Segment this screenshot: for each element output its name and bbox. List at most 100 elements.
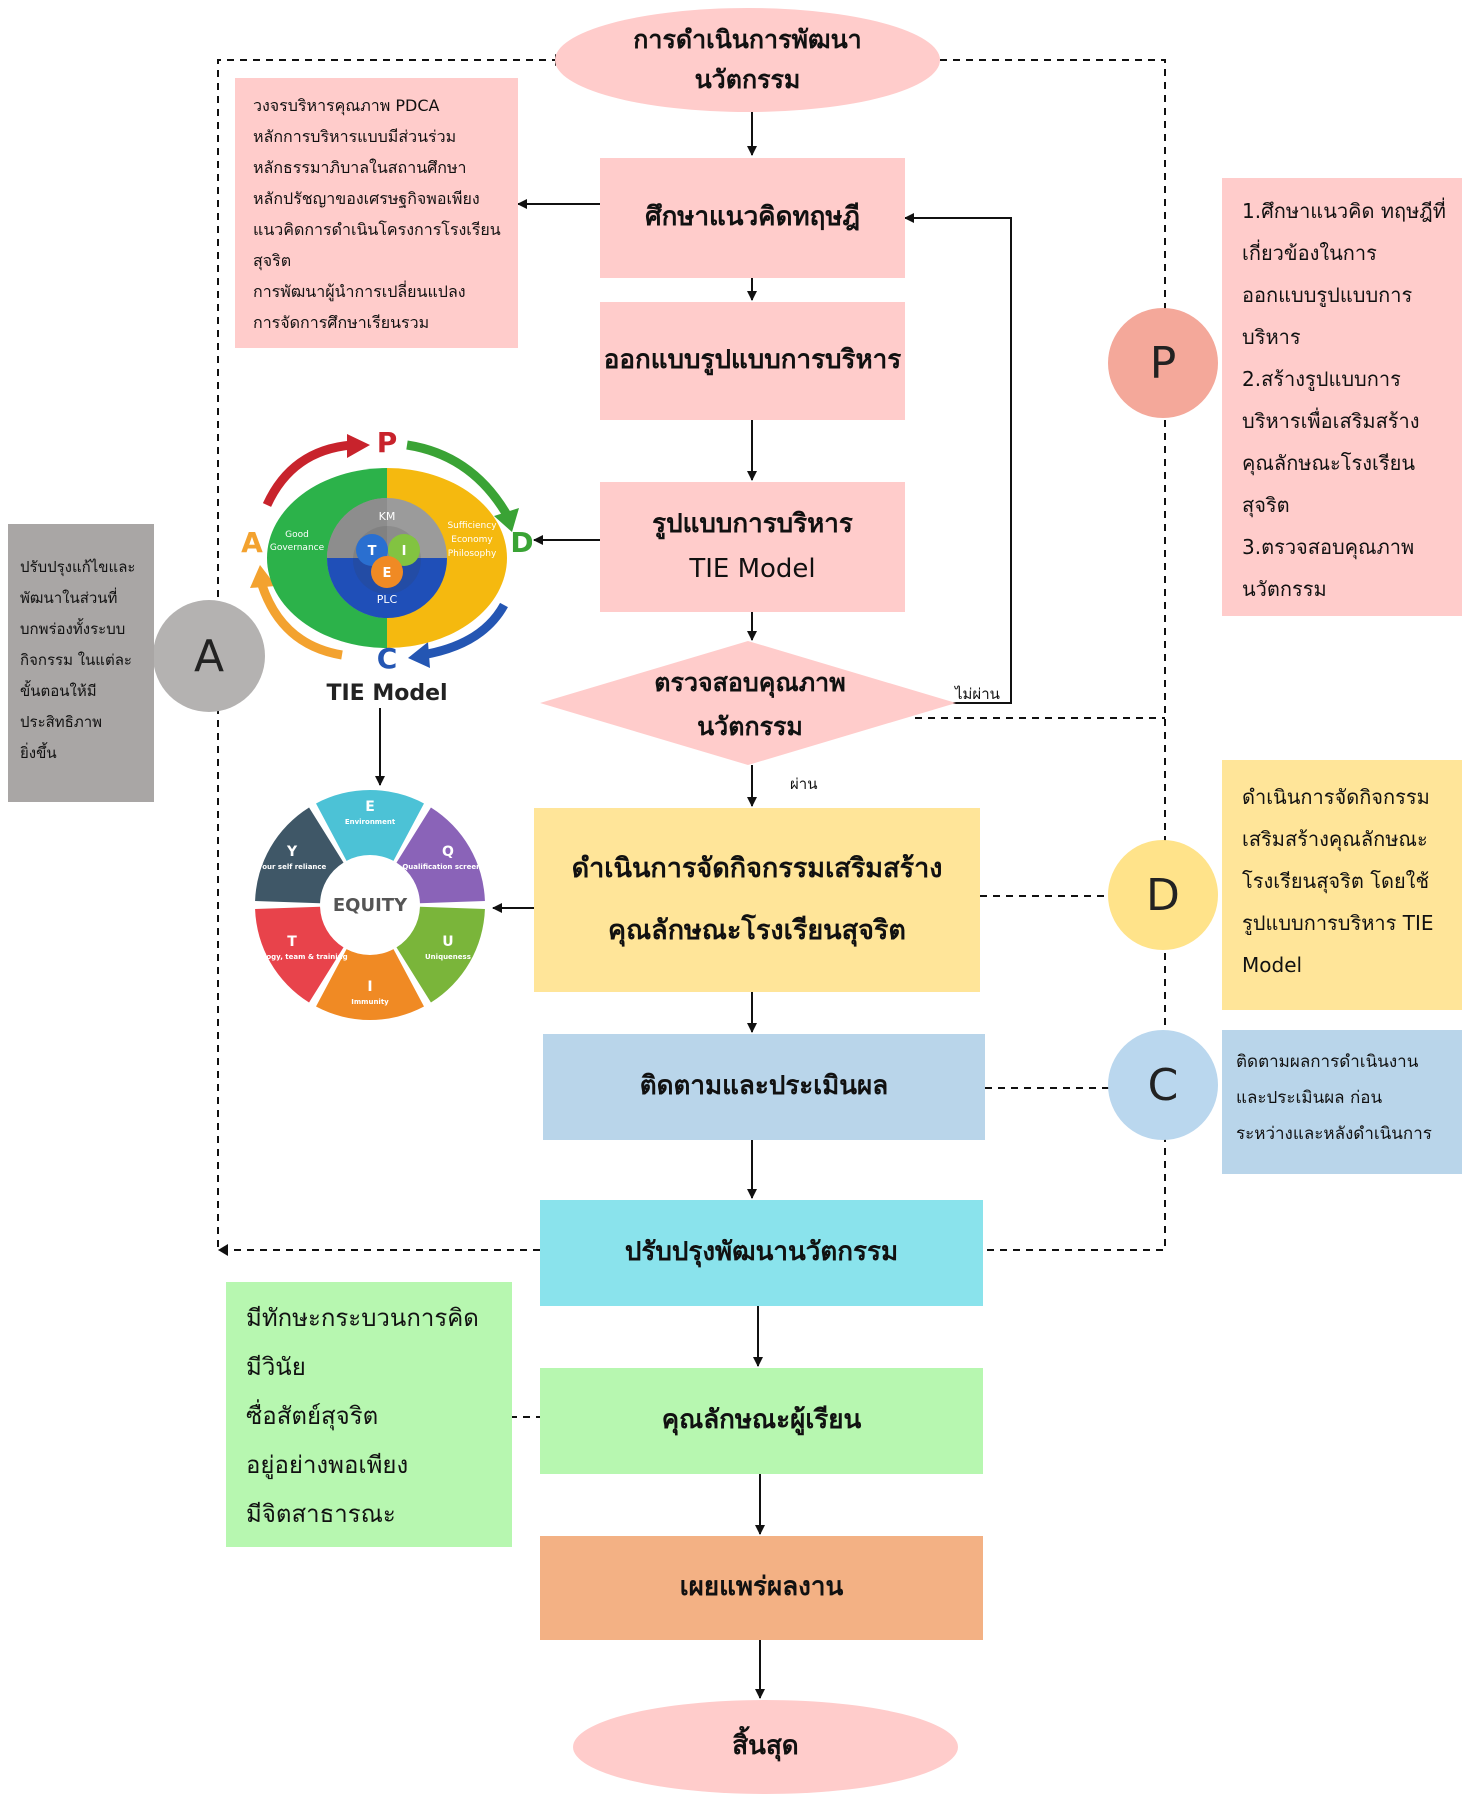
tie-right-text-1: Sufficiency bbox=[447, 521, 497, 531]
equity-letter-u: U bbox=[442, 934, 453, 950]
activity-line-1: ดำเนินการจัดกิจกรรมเสริมสร้าง bbox=[571, 852, 943, 884]
theory-item: แนวคิดการดำเนินโครงการโรงเรียน bbox=[253, 220, 501, 239]
pass-label: ผ่าน bbox=[790, 775, 818, 793]
equity-label-u: Uniqueness bbox=[425, 953, 471, 961]
pdca-p-line: 3.ตรวจสอบคุณภาพ bbox=[1242, 535, 1415, 559]
end-label: สิ้นสุด bbox=[732, 1731, 799, 1762]
activity-box: ดำเนินการจัดกิจกรรมเสริมสร้าง คุณลักษณะโ… bbox=[534, 808, 980, 992]
tie-center-e: E bbox=[383, 566, 392, 581]
tie-right-text-3: Philosophy bbox=[448, 549, 497, 559]
equity-segment-i bbox=[316, 949, 424, 1020]
pdca-c-line: ติดตามผลการดำเนินงาน bbox=[1236, 1052, 1419, 1072]
pdca-a-line: ยิ่งขึ้น bbox=[20, 744, 57, 762]
pdca-d-line: โรงเรียนสุจริต โดยใช้ bbox=[1242, 869, 1430, 893]
trait-item: มีทักษะกระบวนการคิด bbox=[246, 1304, 479, 1332]
improve-label: ปรับปรุงพัฒนานวัตกรรม bbox=[624, 1237, 899, 1268]
pdca-d-line: เสริมสร้างคุณลักษณะ bbox=[1242, 827, 1428, 851]
pdca-c-letter: C bbox=[1147, 1059, 1179, 1111]
pdca-c-line: และประเมินผล ก่อน bbox=[1236, 1088, 1383, 1108]
theory-list-box: วงจรบริหารคุณภาพ PDCA หลักการบริหารแบบมี… bbox=[235, 78, 518, 348]
end-node: สิ้นสุด bbox=[573, 1700, 958, 1794]
tie-left-text-1: Good bbox=[285, 530, 309, 540]
equity-letter-y: Y bbox=[286, 844, 298, 860]
equity-letter-t: T bbox=[287, 934, 297, 950]
theory-item: วงจรบริหารคุณภาพ PDCA bbox=[253, 96, 440, 115]
theory-item: หลักการบริหารแบบมีส่วนร่วม bbox=[253, 127, 457, 146]
fail-label: ไม่ผ่าน bbox=[955, 685, 1000, 703]
design-model-label: ออกแบบรูปแบบการบริหาร bbox=[603, 345, 902, 376]
pdca-c-circle: C bbox=[1108, 1030, 1218, 1140]
pdca-p-line: ออกแบบรูปแบบการ bbox=[1242, 283, 1413, 307]
pdca-p-line: สุจริต bbox=[1242, 493, 1290, 517]
theory-item: การพัฒนาผู้นำการเปลี่ยนแปลง bbox=[253, 282, 466, 301]
publish-box: เผยแพร่ผลงาน bbox=[540, 1536, 983, 1640]
tie-right-text-2: Economy bbox=[451, 535, 493, 545]
tie-model-line-2: TIE Model bbox=[689, 554, 816, 584]
pdca-d-line: ดำเนินการจัดกิจกรรม bbox=[1242, 785, 1430, 809]
theory-item: หลักธรรมาภิบาลในสถานศึกษา bbox=[253, 158, 467, 177]
student-traits-label: คุณลักษณะผู้เรียน bbox=[661, 1405, 862, 1436]
pdca-p-circle: P bbox=[1108, 308, 1218, 418]
theory-item: การจัดการศึกษาเรียนรวม bbox=[253, 313, 430, 332]
design-model-box: ออกแบบรูปแบบการบริหาร bbox=[600, 302, 905, 420]
study-theory-label: ศึกษาแนวคิดทฤษฎี bbox=[645, 202, 860, 233]
pdca-a-line: พัฒนาในส่วนที่ bbox=[20, 589, 118, 607]
equity-label-i: Immunity bbox=[351, 998, 389, 1006]
pdca-p-letter: P bbox=[1149, 337, 1177, 389]
pdca-d-line: รูปแบบการบริหาร TIE bbox=[1242, 911, 1434, 935]
equity-segment-q bbox=[396, 807, 485, 904]
pdca-p-line: 2.สร้างรูปแบบการ bbox=[1242, 367, 1401, 391]
start-line-1: การดำเนินการพัฒนา bbox=[633, 25, 862, 54]
equity-segment-u bbox=[396, 906, 485, 1003]
pdca-p-line: เกี่ยวข้องในการ bbox=[1242, 241, 1377, 265]
pdca-d-line: Model bbox=[1242, 953, 1303, 977]
pdca-a-line: ปรับปรุงแก้ไขและ bbox=[20, 558, 136, 576]
pdca-p-line: บริหารเพื่อเสริมสร้าง bbox=[1242, 409, 1420, 433]
theory-item: สุจริต bbox=[253, 251, 292, 270]
trait-item: มีวินัย bbox=[246, 1353, 306, 1381]
equity-segment-e bbox=[316, 790, 424, 861]
equity-letter-e: E bbox=[365, 799, 375, 815]
activity-line-2: คุณลักษณะโรงเรียนสุจริต bbox=[608, 915, 906, 946]
tie-center-plc: PLC bbox=[377, 593, 398, 606]
pdca-d-box: ดำเนินการจัดกิจกรรม เสริมสร้างคุณลักษณะ … bbox=[1222, 760, 1462, 1010]
tie-model-box: รูปแบบการบริหาร TIE Model bbox=[600, 482, 905, 612]
publish-label: เผยแพร่ผลงาน bbox=[679, 1572, 844, 1603]
pdca-a-line: บกพร่องทั้งระบบ bbox=[20, 620, 126, 638]
tie-model-line-1: รูปแบบการบริหาร bbox=[652, 508, 853, 539]
trait-item: ซื่อสัตย์สุจริต bbox=[246, 1402, 379, 1430]
study-theory-box: ศึกษาแนวคิดทฤษฎี bbox=[600, 158, 905, 278]
equity-segment-t bbox=[255, 906, 344, 1003]
pdca-p-line: นวัตกรรม bbox=[1242, 577, 1327, 601]
pdca-a-line: ประสิทธิภาพ bbox=[20, 713, 103, 731]
equity-letter-i: I bbox=[367, 979, 372, 995]
quality-check-line-2: นวัตกรรม bbox=[697, 712, 803, 741]
equity-label-e: Environment bbox=[345, 818, 396, 826]
pdca-c-box: ติดตามผลการดำเนินงาน และประเมินผล ก่อน ร… bbox=[1222, 1030, 1462, 1174]
trait-item: อยู่อย่างพอเพียง bbox=[246, 1451, 409, 1479]
pdca-a-letter: A bbox=[193, 630, 225, 682]
pdca-p-box: 1.ศึกษาแนวคิด ทฤษฎีที่ เกี่ยวข้องในการ อ… bbox=[1222, 178, 1462, 616]
pdca-a-line: ขั้นตอนให้มี bbox=[20, 682, 97, 700]
equity-segment-y bbox=[255, 807, 344, 904]
equity-letter-q: Q bbox=[442, 844, 454, 860]
pdca-c-line: ระหว่างและหลังดำเนินการ bbox=[1236, 1124, 1432, 1144]
quality-check-diamond bbox=[540, 641, 956, 765]
equity-label-q: Qualification screening bbox=[402, 863, 490, 871]
tie-center-t: T bbox=[368, 544, 377, 559]
tie-center-km: KM bbox=[379, 510, 396, 523]
monitor-box: ติดตามและประเมินผล bbox=[543, 1034, 985, 1140]
tie-cycle-d: D bbox=[510, 526, 532, 559]
tie-left-text-2: Governance bbox=[270, 543, 325, 553]
start-line-2: นวัตกรรม bbox=[694, 65, 801, 94]
pdca-p-line: 1.ศึกษาแนวคิด ทฤษฎีที่ bbox=[1242, 199, 1446, 223]
pdca-p-line: คุณลักษณะโรงเรียน bbox=[1242, 451, 1415, 475]
pdca-a-box: ปรับปรุงแก้ไขและ พัฒนาในส่วนที่ บกพร่องท… bbox=[8, 524, 154, 802]
equity-label-y: Your self reliance bbox=[257, 863, 327, 871]
quality-check-text: ตรวจสอบคุณภาพ นวัตกรรม bbox=[600, 660, 900, 750]
trait-item: มีจิตสาธารณะ bbox=[246, 1500, 396, 1528]
student-traits-list: มีทักษะกระบวนการคิด มีวินัย ซื่อสัตย์สุจ… bbox=[226, 1282, 512, 1547]
equity-label-t: Technology, team & training bbox=[250, 953, 348, 961]
tie-model-graphic: KM T I E PLC Good Governance Sufficiency… bbox=[241, 426, 532, 705]
